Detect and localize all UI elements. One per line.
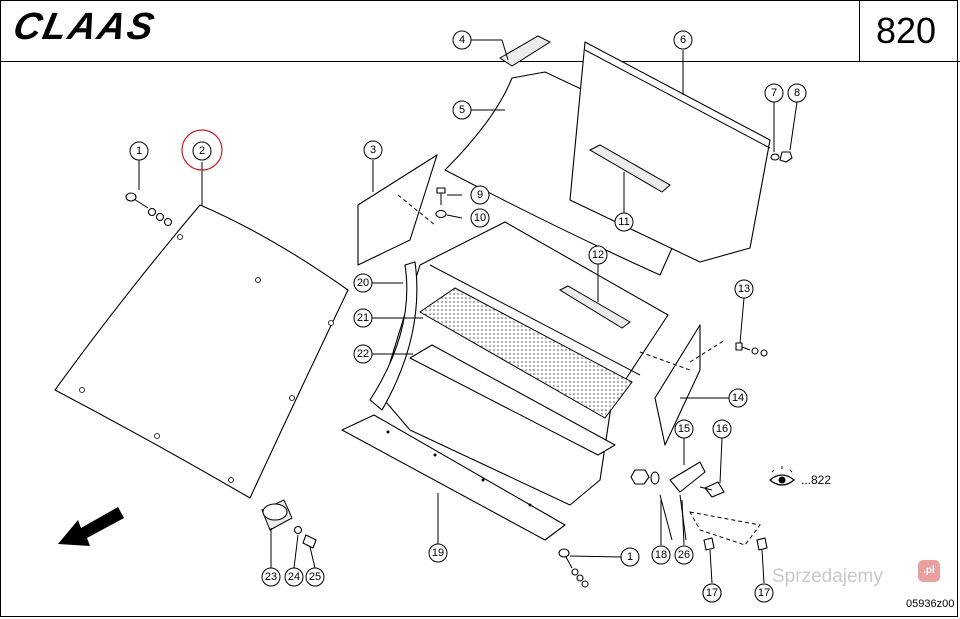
callout-21: 21 [353, 308, 373, 328]
side-curve-bracket [369, 261, 418, 411]
svg-text:21: 21 [357, 312, 369, 324]
bolt-washer-set-left [125, 192, 173, 227]
svg-text:20: 20 [357, 277, 369, 289]
svg-text:17: 17 [706, 587, 718, 599]
callout-19: 19 [428, 543, 448, 563]
svg-text:6: 6 [680, 34, 686, 46]
svg-text:1: 1 [627, 551, 633, 563]
svg-text:15: 15 [678, 423, 690, 435]
svg-text:25: 25 [309, 571, 321, 583]
cover-panel [54, 204, 349, 499]
callout-18: 18 [651, 545, 671, 565]
callout-12: 12 [588, 245, 608, 265]
bolt-washer-set-bottom [558, 548, 589, 588]
callout-2-highlighted: 2 [181, 129, 223, 171]
rear-plate [569, 41, 771, 263]
lower-channel [409, 344, 616, 456]
svg-text:9: 9 [477, 189, 483, 201]
nut-washer-right [770, 151, 793, 163]
svg-text:12: 12 [592, 249, 604, 261]
bolt-washer-set-right [735, 342, 768, 357]
callout-17-c: 17 [754, 583, 774, 603]
svg-text:10: 10 [474, 212, 486, 224]
callout-group: 1 2 3 4 5 6 7 8 9 10 11 12 13 14 15 16 1… [129, 30, 807, 603]
svg-text:3: 3 [370, 144, 376, 156]
seal-strip-top [499, 35, 552, 67]
page-number: 820 [876, 10, 937, 51]
callout-1: 1 [129, 141, 149, 161]
svg-text:4: 4 [459, 34, 465, 46]
svg-text:14: 14 [732, 392, 744, 404]
callout-20: 20 [353, 273, 373, 293]
svg-text:5: 5 [459, 104, 465, 116]
callout-10: 10 [470, 208, 490, 228]
svg-text:8: 8 [794, 87, 800, 99]
header-divider [859, 0, 860, 61]
callout-3: 3 [363, 140, 383, 160]
svg-text:26: 26 [678, 549, 690, 561]
callout-23: 23 [261, 567, 281, 587]
callout-11: 11 [614, 212, 634, 232]
callout-7: 7 [764, 83, 784, 103]
svg-text:23: 23 [265, 571, 277, 583]
watermark-badge: .pl [918, 560, 940, 582]
svg-text:1: 1 [136, 145, 142, 157]
callout-5: 5 [452, 100, 472, 120]
callout-13: 13 [734, 279, 754, 299]
callout-6: 6 [673, 30, 693, 50]
bolt-center [435, 187, 447, 219]
linkage-assembly [630, 461, 768, 551]
leader-lines [138, 39, 798, 584]
svg-text:22: 22 [357, 348, 369, 360]
bottom-plate [341, 414, 566, 541]
callout-4: 4 [452, 30, 472, 50]
callout-24: 24 [284, 567, 304, 587]
svg-text:18: 18 [655, 549, 667, 561]
drawing-code: 05936z00 [906, 598, 955, 610]
watermark-text: Sprzedajemy [772, 566, 883, 587]
mesh-screen [419, 287, 633, 419]
callout-16: 16 [712, 419, 732, 439]
callout-14: 14 [728, 388, 748, 408]
side-plate-left [357, 154, 438, 266]
callout-22: 22 [353, 344, 373, 364]
wear-strip [588, 144, 671, 193]
svg-text:11: 11 [618, 216, 629, 228]
inner-strip [558, 285, 631, 329]
svg-text:13: 13 [738, 283, 750, 295]
callout-9: 9 [470, 185, 490, 205]
svg-text:7: 7 [771, 87, 777, 99]
svg-text:2: 2 [199, 145, 205, 157]
side-plate-right [654, 324, 701, 446]
eye-icon [769, 466, 795, 486]
callout-26: 26 [674, 545, 694, 565]
svg-text:19: 19 [432, 547, 444, 559]
callout-15: 15 [674, 419, 694, 439]
callout-1-b: 1 [620, 547, 640, 567]
callout-8: 8 [787, 83, 807, 103]
svg-text:24: 24 [288, 571, 300, 583]
cross-reference-text: ...822 [801, 473, 831, 487]
header-rule [0, 61, 960, 62]
callout-17-b: 17 [702, 583, 722, 603]
callout-25: 25 [305, 567, 325, 587]
direction-arrow [58, 507, 124, 546]
cover-panel-holes [79, 234, 334, 483]
svg-text:16: 16 [716, 423, 728, 435]
svg-text:17: 17 [758, 587, 770, 599]
rubber-buffer-set [261, 499, 317, 549]
bottom-plate-holes [386, 430, 532, 507]
